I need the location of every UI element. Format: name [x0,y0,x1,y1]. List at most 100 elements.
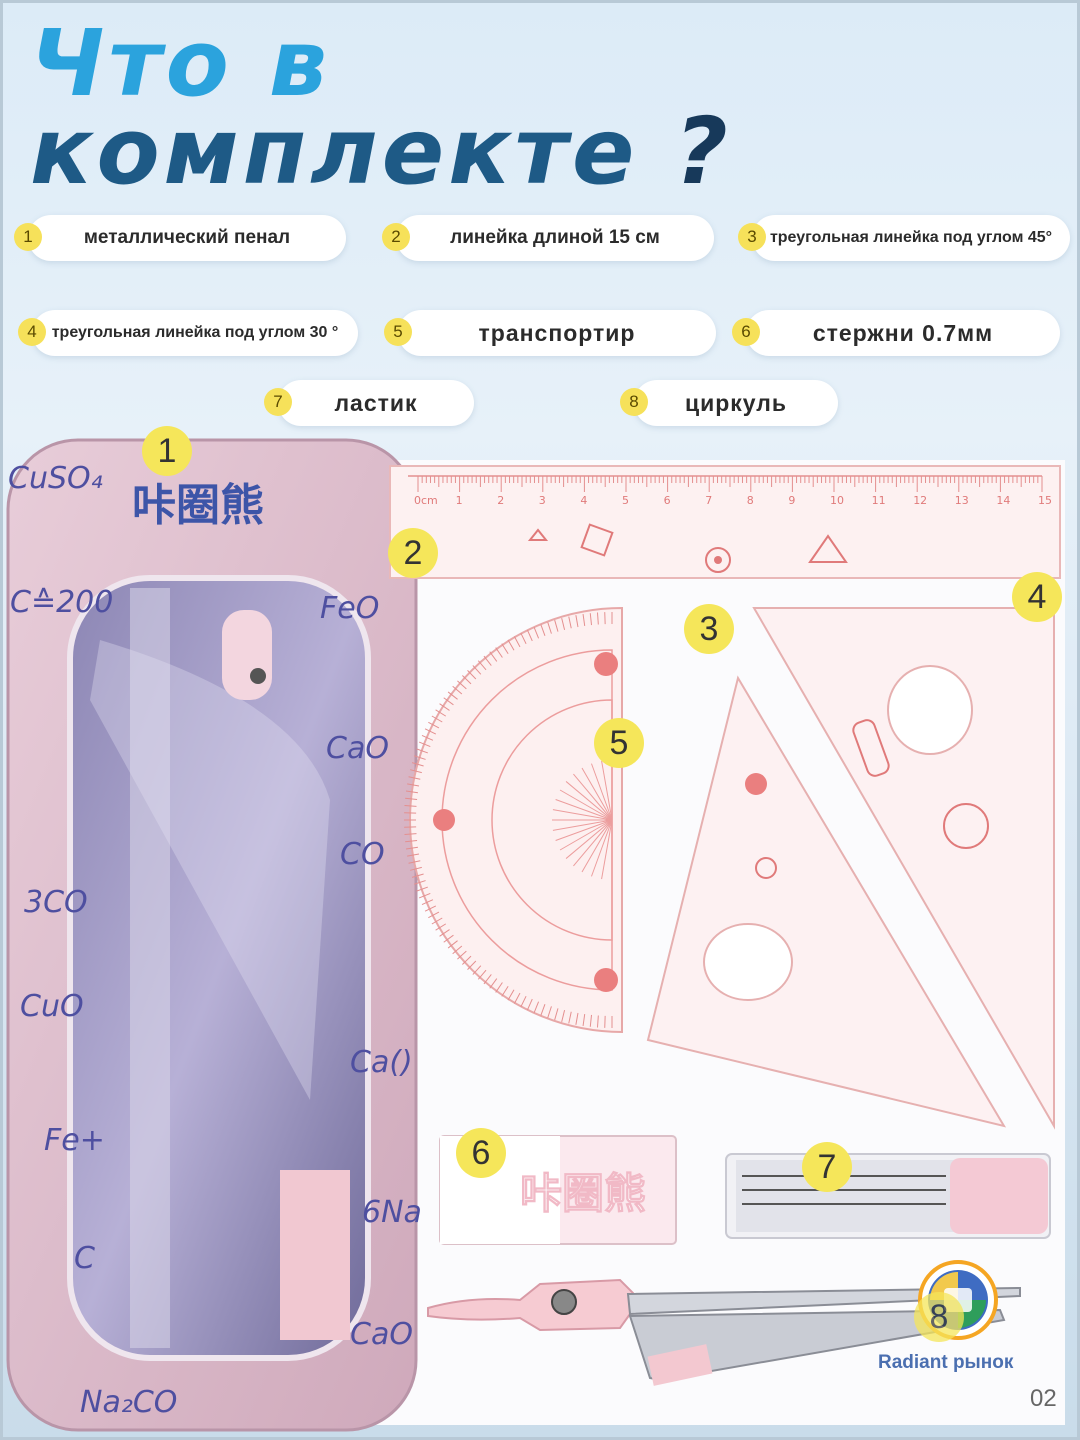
protractor-tick [575,1012,579,1025]
ruler-tick-label: 0cm [414,494,438,507]
protractor-tick [547,1006,552,1018]
protractor-tick [431,917,443,925]
item-number-1: 1 [14,223,42,251]
doodle-cuo: CuO [20,989,84,1024]
protractor-ray [555,819,613,841]
protractor-tick [404,833,417,836]
doodle-na2co: Na₂CO [80,1385,177,1420]
protractor-tick [477,969,487,980]
item-number-4: 4 [18,318,46,346]
ruler-tick-label: 15 [1038,494,1052,507]
lead-refill-box [725,1153,1051,1239]
protractor-tick [501,985,509,997]
protractor-tick [582,1014,586,1027]
photo-marker-8: 8 [914,1292,964,1342]
protractor-tick [457,950,467,960]
protractor-ray [573,773,613,821]
protractor-tick [414,880,426,885]
item-number-7: 7 [264,388,292,416]
ruler-tick-label: 14 [996,494,1010,507]
ruler-tick-label: 13 [955,494,969,507]
item-pill-3: 3 треугольная линейка под углом 45° [738,215,1070,261]
item-label-4: треугольная линейка под углом 30 ° [51,324,339,341]
protractor-tick [547,622,552,634]
protractor-tick [462,675,472,685]
doodle-fe: Fe+ [44,1123,105,1158]
item-label-6: стержни 0.7мм [812,319,994,346]
protractor-tick [421,734,434,741]
item-pill-8: 8 циркуль [620,380,838,426]
protractor-tick [462,955,472,965]
doodle-3co: 3CO [24,885,88,920]
protractor-tick [596,1015,599,1028]
item-number-3: 3 [738,223,766,251]
protractor-tick [589,1014,593,1027]
protractor-ray [581,819,613,873]
item-pill-1: 1 металлический пенал [14,215,346,261]
ruler-tick-label: 6 [664,494,671,507]
protractor-tick [483,655,492,666]
protractor-tick [407,853,420,857]
protractor-ray [565,819,613,859]
protractor-tick [540,624,546,636]
protractor-tick [428,911,440,919]
brand-watermark: Radiant рынок [878,1352,1014,1373]
protractor-tick [404,804,417,807]
doodle-6na: 6Na [362,1195,422,1230]
page-title: Что в комплекте ? [30,18,732,198]
doodle-ca: Ca() [350,1045,413,1080]
photo-marker-3: 3 [684,604,734,654]
photo-marker-7: 7 [802,1142,852,1192]
protractor-ray [591,763,613,821]
item-pill-4: 4 треугольная линейка под углом 30 ° [18,310,358,356]
protractor-tick [589,613,593,626]
protractor-tick [408,776,421,780]
doodle-cuso4: CuSO₄ [8,461,103,496]
protractor-tick [435,709,447,717]
protractor-tick [520,632,527,645]
protractor-tick [472,965,482,975]
protractor-tick [411,762,424,767]
protractor-ray [552,819,613,831]
protractor-tick [533,626,540,639]
protractor-tick [416,748,428,754]
protractor-tick [507,989,515,1001]
protractor-tick [405,846,418,850]
doodle-feo: FeO [320,591,379,626]
protractor-tick [443,934,454,943]
doodle-cao-2: CaO [350,1317,413,1352]
protractor-tick [561,1010,566,1022]
protractor-tick [526,998,533,1011]
protractor-tick [424,905,437,912]
protractor-tick [405,790,418,794]
title-line-2-text: комплекте [30,98,639,205]
title-line-2: комплекте ? [30,106,732,198]
ruler-tick-label: 2 [497,494,504,507]
protractor-tick [443,697,454,706]
protractor-tick [540,1004,546,1016]
ruler-tick-label: 12 [913,494,927,507]
doodle-co: CO [340,837,385,872]
protractor-tick [410,866,422,871]
protractor-tick [421,899,434,906]
protractor-ray [581,767,613,821]
item-label-2: линейка длиной 15 см [450,227,660,248]
protractor-tick [428,721,440,729]
protractor-ray [552,809,613,821]
protractor-ray [591,819,613,877]
ruler-tick-label: 5 [622,494,629,507]
compass [427,1278,1021,1386]
protractor-tick [435,923,447,931]
item-label-3: треугольная линейка под углом 45° [769,229,1053,246]
protractor-tick [568,1011,572,1024]
item-label-7: ластик [334,389,418,416]
protractor-tick [447,940,458,949]
doodle-cao: CaO [326,731,389,766]
protractor-tick [447,691,458,700]
protractor-tick [407,783,420,787]
doodle-c200: C≙200 [10,585,113,620]
protractor-tick [526,629,533,642]
protractor-tick [554,1008,559,1021]
photo-marker-5: 5 [594,718,644,768]
